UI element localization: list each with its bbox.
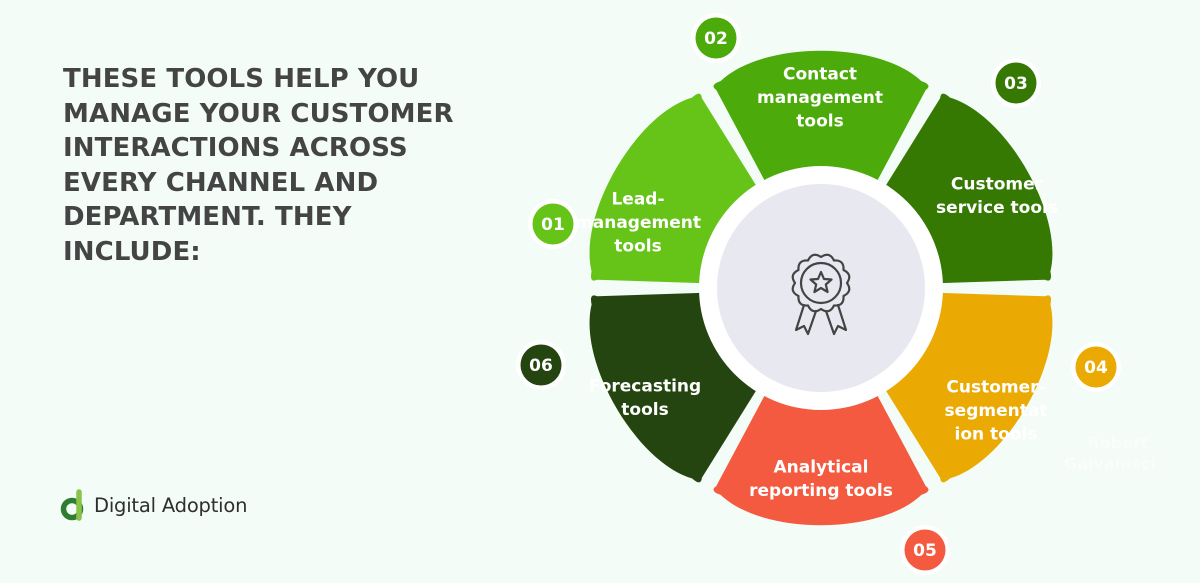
- number-badge-label: 04: [1084, 358, 1108, 378]
- segment-label-line: reporting tools: [749, 481, 893, 501]
- segment-label-line: ion tools: [955, 425, 1038, 445]
- number-badge-label: 02: [704, 29, 728, 49]
- segment-label-line: Contact: [783, 65, 857, 85]
- number-badge-01: 01: [528, 199, 578, 249]
- number-badge-fill: [995, 62, 1037, 104]
- segment-label-04: Customer-segmentat ion tools: [945, 378, 1048, 445]
- segment-label-line: tools: [614, 237, 661, 257]
- number-badge-03: 03: [991, 58, 1041, 108]
- number-badge-label: 03: [1004, 74, 1028, 94]
- segment-label-line: management: [575, 213, 701, 233]
- number-badge-label: 06: [529, 356, 553, 376]
- logo-text: Digital Adoption: [94, 493, 248, 517]
- center-layer: [699, 166, 943, 410]
- award-badge-icon: [791, 253, 851, 336]
- number-badge-fill: [904, 529, 946, 571]
- segment-label-line: Customer-: [946, 378, 1045, 398]
- brand-logo: Digital Adoption: [60, 487, 247, 523]
- segment-label-line: segmentat: [945, 401, 1048, 421]
- segment-label-line: tools: [796, 112, 843, 132]
- number-badge-02: 02: [691, 13, 741, 63]
- segment-label-06: Forecasting tools: [589, 376, 701, 420]
- number-badge-fill: [1075, 346, 1117, 388]
- award-rosette-outline: [791, 253, 851, 313]
- digital-adoption-logo-icon: [60, 489, 84, 521]
- segment-label-line: Forecasting: [589, 376, 701, 396]
- headline: THESE TOOLS HELP YOU MANAGE YOUR CUSTOME…: [63, 64, 454, 267]
- badges-layer: 01 02 03 04 05 06: [516, 13, 1121, 575]
- number-badge-fill: [520, 344, 562, 386]
- segment-label-01: Lead-management tools: [575, 190, 701, 257]
- segment-label-line: Customer: [951, 174, 1044, 194]
- number-badge-06: 06: [516, 340, 566, 390]
- watermark-text: Galvanisci: [1064, 454, 1156, 473]
- number-badge-05: 05: [900, 525, 950, 575]
- segment-02: [713, 50, 929, 193]
- segment-label-03: Customer service tools: [936, 174, 1058, 218]
- segment-label-line: tools: [621, 400, 668, 420]
- segment-label-02: Contact management tools: [757, 65, 883, 132]
- segment-label-05: Analytical reporting tools: [749, 457, 893, 501]
- segment-label-line: Analytical: [774, 457, 869, 477]
- segment-label-line: service tools: [936, 198, 1058, 218]
- number-badge-fill: [532, 203, 574, 245]
- segment-label-line: management: [757, 88, 883, 108]
- segment-05: [713, 383, 929, 526]
- watermark-text: Robert: [1087, 433, 1149, 452]
- number-badge-label: 05: [913, 541, 937, 561]
- number-badge-fill: [695, 17, 737, 59]
- number-badge-label: 01: [541, 215, 565, 235]
- number-badge-04: 04: [1071, 342, 1121, 392]
- segment-label-line: Lead-: [611, 190, 664, 210]
